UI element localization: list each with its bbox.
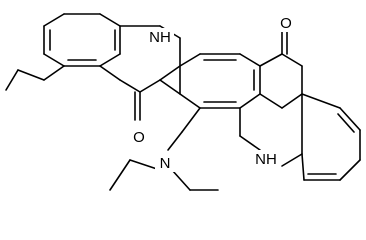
label-bg xyxy=(146,28,174,46)
bond xyxy=(259,93,283,109)
bond xyxy=(99,65,121,81)
bond xyxy=(99,53,121,67)
bond xyxy=(99,13,121,27)
bond xyxy=(239,93,261,109)
bond xyxy=(281,93,303,109)
nh-bottom-label: NH xyxy=(255,151,277,168)
bond xyxy=(43,65,65,81)
bond xyxy=(171,169,191,191)
bond xyxy=(301,93,341,109)
bond xyxy=(119,79,141,93)
atom-labels: NH O O N NH xyxy=(129,14,296,172)
bond xyxy=(239,53,261,67)
nh-top-label: NH xyxy=(149,29,171,46)
bond xyxy=(167,131,183,151)
bond xyxy=(43,13,65,27)
molecule-drawing: NH O O N NH xyxy=(5,13,361,191)
bond-lines xyxy=(5,13,361,191)
bond xyxy=(43,53,65,67)
bond xyxy=(301,153,305,181)
bond xyxy=(109,159,131,191)
bond xyxy=(259,53,283,67)
amine-nitrogen-label: N xyxy=(160,155,171,172)
oxygen-right-label: O xyxy=(280,15,292,32)
bond xyxy=(181,107,201,133)
label-bg xyxy=(129,128,149,146)
label-bg xyxy=(276,14,296,32)
bond xyxy=(337,113,355,133)
bond xyxy=(239,135,261,151)
bond xyxy=(179,53,201,67)
label-bg xyxy=(252,150,280,168)
bond xyxy=(159,65,181,81)
structure-diagram: NH O O N NH xyxy=(5,13,361,191)
bond xyxy=(5,69,19,91)
bond xyxy=(339,107,361,131)
bond xyxy=(139,79,161,93)
label-bg xyxy=(155,154,175,172)
bond xyxy=(17,69,45,81)
bond xyxy=(159,79,181,95)
oxygen-left-label: O xyxy=(133,129,145,146)
bond xyxy=(281,53,303,67)
bond xyxy=(179,93,201,109)
bond xyxy=(281,153,303,167)
bond xyxy=(339,159,361,181)
